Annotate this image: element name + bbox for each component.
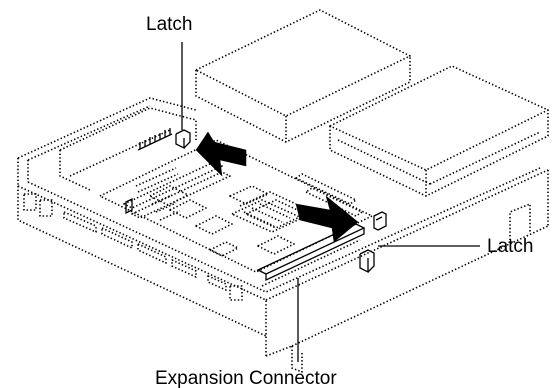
right-drive xyxy=(329,65,549,197)
callout-expansion-connector: Expansion Connector xyxy=(155,278,337,388)
upper-drive xyxy=(195,9,411,143)
pin-header xyxy=(137,128,173,151)
top-latch xyxy=(125,129,191,215)
callout-latch-right: Latch xyxy=(378,236,533,257)
left-tray xyxy=(59,107,197,191)
expansion-connector xyxy=(256,223,366,287)
callout-latch-top: Latch xyxy=(146,14,192,130)
front-ports xyxy=(23,193,243,301)
label-expansion-connector: Expansion Connector xyxy=(155,368,337,388)
direction-arrows xyxy=(195,131,359,243)
right-latch xyxy=(359,211,387,274)
label-latch-right: Latch xyxy=(487,236,533,257)
label-latch-top: Latch xyxy=(146,14,192,35)
lower-arrow xyxy=(295,195,359,243)
chassis-base xyxy=(17,97,549,373)
upper-arrow xyxy=(195,131,247,177)
